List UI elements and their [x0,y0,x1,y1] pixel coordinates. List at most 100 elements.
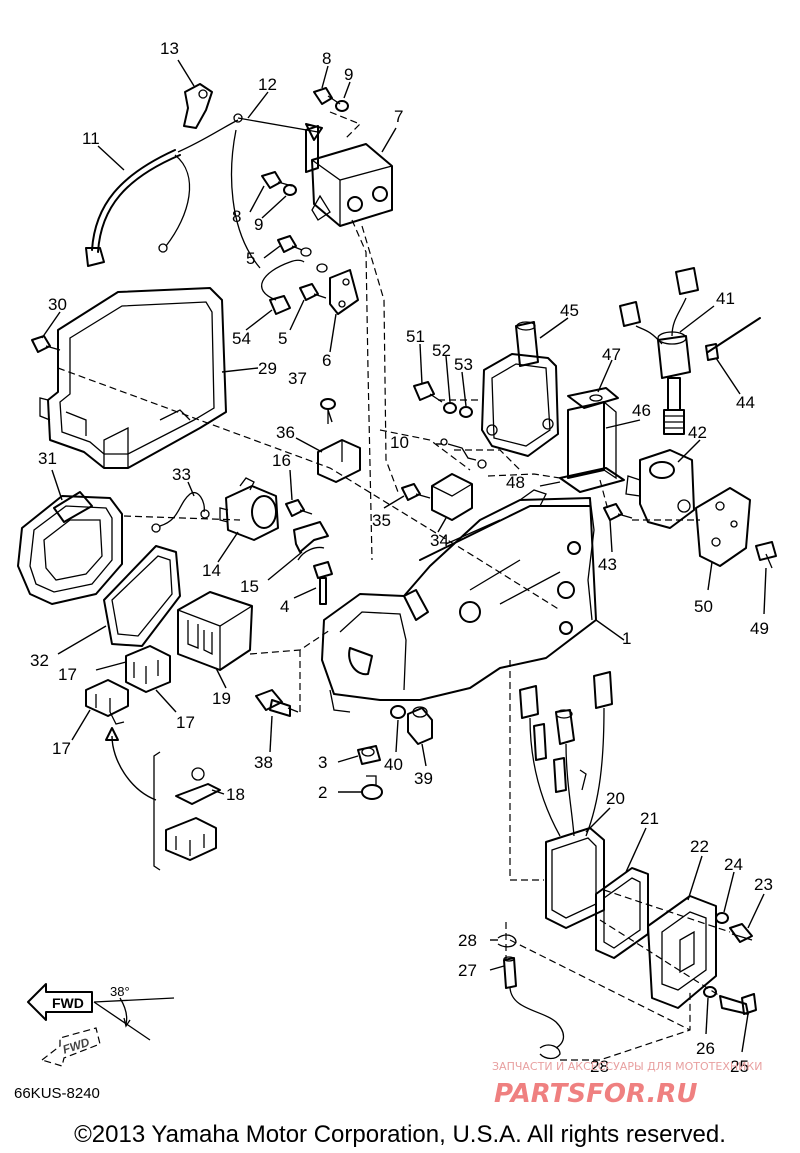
part-12-rod [230,113,319,269]
callout-54: 54 [232,329,251,348]
part-11-cable [85,119,239,267]
callout-28-a: 28 [458,931,477,950]
callout-1: 1 [622,629,631,648]
part-7-ignition-coil [305,123,393,227]
callout-50: 50 [694,597,713,616]
part-44-tie [705,317,761,361]
angle-label: 38° [110,984,130,999]
part-26-washer [703,986,717,998]
watermark-logo: PARTSFOR.RU [494,1079,697,1109]
callout-6: 6 [322,351,331,370]
part-33-ground-wire [151,491,210,533]
callout-labels: 13 12 11 8 9 7 8 9 5 5 6 54 30 29 37 36 … [30,39,773,1076]
callout-30: 30 [48,295,67,314]
copyright-notice: ©2013 Yamaha Motor Corporation, U.S.A. A… [74,1121,726,1148]
part-39-collar [407,706,433,745]
part-41-coil [619,267,699,435]
callout-13: 13 [160,39,179,58]
callout-10: 10 [390,433,409,452]
part-28-clip-a [497,934,517,948]
callout-17-b: 17 [176,713,195,732]
part-51-bolt [413,381,443,403]
part-28-clip-b [539,1044,561,1060]
part-45-module [481,321,559,457]
fwd-indicator: FWD 38° FWD [27,983,175,1067]
part-31-holder [17,491,123,605]
callout-14: 14 [202,561,221,580]
part-19-relay-box [177,591,253,671]
callout-17-c: 17 [52,739,71,758]
callout-27: 27 [458,961,477,980]
part-30-screw [31,335,61,353]
part-15-clamp [293,521,329,561]
drawing-code: 66KUS-8240 [14,1085,100,1102]
part-47-bracket [567,387,619,409]
callout-3: 3 [318,753,327,772]
callout-15: 15 [240,577,259,596]
callout-34: 34 [430,531,449,550]
callout-24: 24 [724,855,743,874]
part-53-washer [459,406,473,418]
callout-21: 21 [640,809,659,828]
callout-40: 40 [384,755,403,774]
callout-31: 31 [38,449,57,468]
part-13-terminal-cap [183,83,213,129]
part-17-connector-b [85,679,129,725]
callout-8-top: 8 [322,49,331,68]
part-5-bolt-a [277,235,312,257]
callout-44: 44 [736,393,755,412]
callout-26: 26 [696,1039,715,1058]
callout-4: 4 [280,597,289,616]
part-9-washer-mid [283,184,297,196]
callout-5-b: 5 [278,329,287,348]
leader-lines [41,59,767,1053]
bracket-group-18 [105,727,161,871]
assembly-lines [57,111,731,1061]
part-46-clamp [567,401,617,480]
callout-51: 51 [406,327,425,346]
callout-25: 25 [730,1057,749,1076]
callout-53: 53 [454,355,473,374]
callout-46: 46 [632,401,651,420]
part-32-gasket [103,545,181,647]
part-36-sensor [317,439,361,483]
callout-48: 48 [506,473,525,492]
part-10-link [440,438,487,469]
callout-28-b: 28 [590,1057,609,1076]
part-49-bolt [755,541,777,569]
callout-2: 2 [318,783,327,802]
part-34-grommet [431,473,473,521]
fwd-label: FWD [52,995,84,1011]
part-23-bolt [729,923,753,943]
part-48-strip [559,467,625,493]
part-6-bracket [329,269,359,315]
callout-11: 11 [82,129,100,148]
part-3-nut [357,745,381,765]
part-18-clip [165,767,221,861]
callout-29: 29 [258,359,277,378]
callout-22: 22 [690,837,709,856]
callout-18: 18 [226,785,245,804]
callout-38: 38 [254,753,273,772]
part-17-connector-a [125,645,171,693]
callout-41: 41 [716,289,735,308]
part-25-bolt [719,993,757,1015]
callout-8-mid: 8 [232,207,241,226]
callout-52: 52 [432,341,451,360]
callout-12: 12 [258,75,277,94]
watermark-tagline: ЗАПЧАСТИ И АКСЕССУАРЫ ДЛЯ МОТОТЕХНИКИ [492,1060,762,1073]
part-40-washer [390,705,406,719]
callout-17-a: 17 [58,665,77,684]
part-5-bolt-b [299,263,328,301]
callout-47: 47 [602,345,621,364]
callout-5-a: 5 [246,249,255,268]
part-2-nut [361,775,383,800]
part-50-plate [695,487,751,567]
part-43-screw [603,503,633,521]
callout-32: 32 [30,651,49,670]
part-24-washer [715,912,729,924]
part-54-grommet [261,259,305,315]
callout-35: 35 [372,511,391,530]
part-8-bolt-top [313,87,341,105]
part-20-harness [519,671,613,929]
